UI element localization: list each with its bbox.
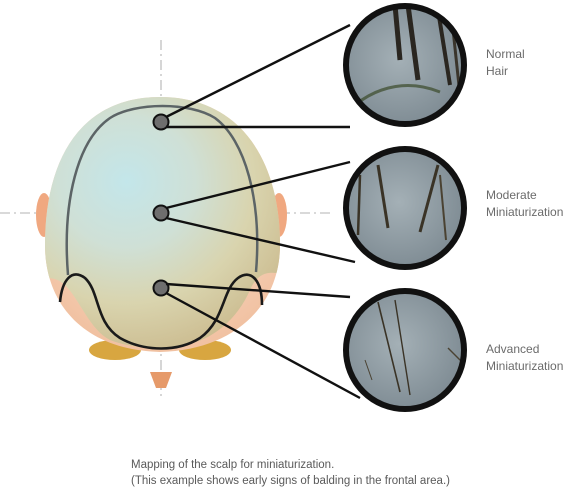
label-advanced-line2: Miniaturization — [486, 359, 564, 373]
magnified-view-advanced — [343, 288, 467, 412]
sample-point-advanced — [152, 279, 170, 297]
label-moderate-line1: Moderate — [486, 188, 537, 202]
magnified-view-moderate — [343, 146, 467, 270]
label-normal-hair: Normal Hair — [486, 46, 525, 80]
label-normal-line1: Normal — [486, 47, 525, 61]
caption-line1: Mapping of the scalp for miniaturization… — [131, 459, 335, 471]
label-normal-line2: Hair — [486, 64, 509, 78]
connector-lines — [165, 23, 361, 400]
label-moderate-line2: Miniaturization — [486, 205, 564, 219]
label-advanced-miniaturization: Advanced Miniaturization — [486, 341, 563, 375]
label-moderate-miniaturization: Moderate Miniaturization — [486, 187, 563, 221]
sample-point-normal — [152, 113, 170, 131]
magnified-view-normal — [343, 3, 467, 127]
figure-caption: Mapping of the scalp for miniaturization… — [131, 457, 450, 489]
sample-point-moderate — [152, 204, 170, 222]
label-advanced-line1: Advanced — [486, 342, 540, 356]
caption-line2: (This example shows early signs of baldi… — [131, 475, 450, 487]
sample-points — [152, 113, 170, 297]
